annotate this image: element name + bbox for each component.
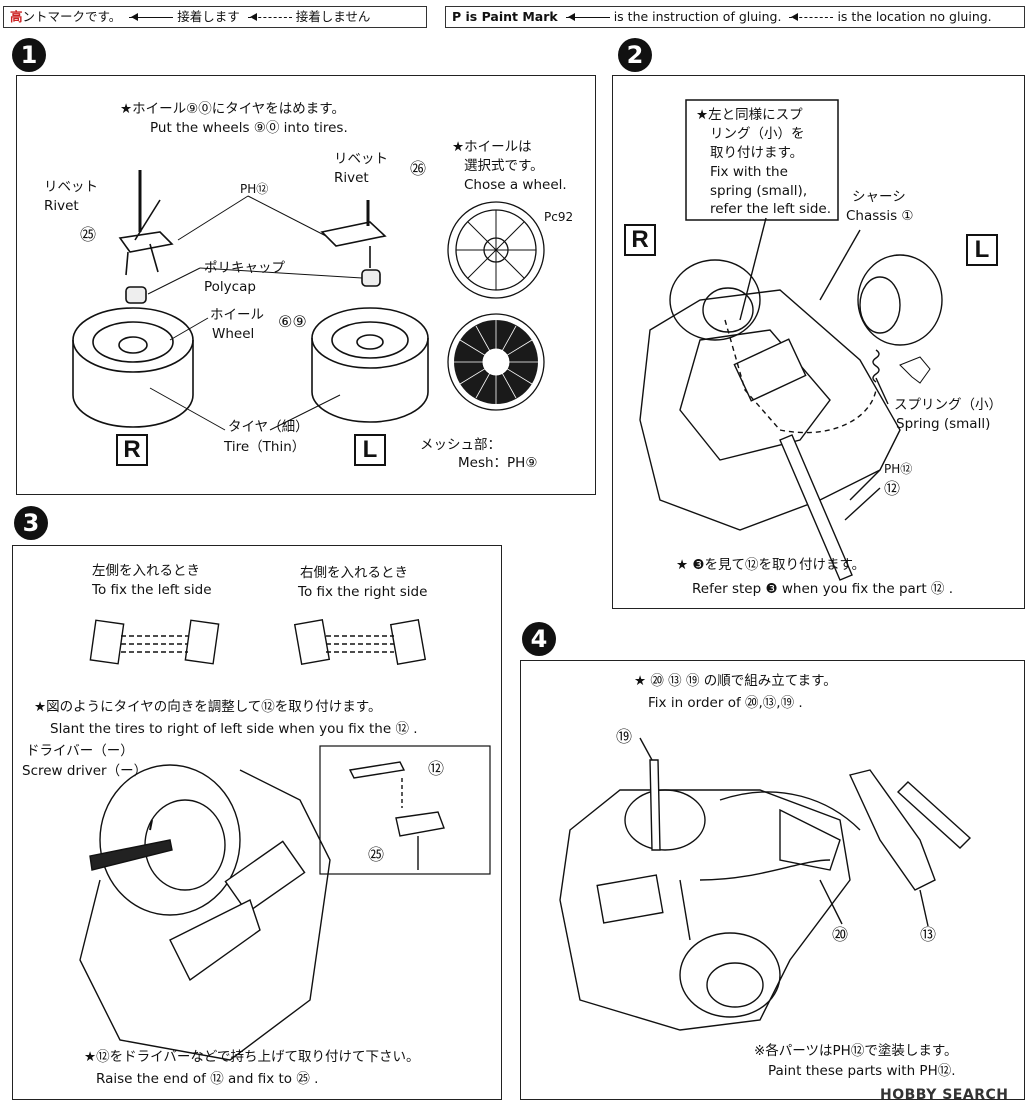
step-3-raise-jp: ★⑫をドライバーなどで持ち上げて取り付けて下さい。 xyxy=(84,1049,420,1065)
step-1-panel xyxy=(16,75,596,495)
step-4-instruction-en: Fix in order of ⑳,⑬,⑲ . xyxy=(648,695,803,711)
step-2-note-jp3: 取り付けます。 xyxy=(710,145,804,161)
tire-label-jp: タイヤ（細） xyxy=(228,419,309,435)
step-2-note-en3: refer the left side. xyxy=(710,201,832,217)
rivet2-label-jp: リベット xyxy=(334,151,388,167)
step-1-number: 1 xyxy=(12,38,46,72)
legend-jp-glue: 接着します xyxy=(177,9,240,24)
paint-c92-label: Pc92 xyxy=(544,210,574,224)
polycap-label-jp: ポリキャップ xyxy=(204,260,285,276)
paint-mark-label: PH⑫ xyxy=(240,182,269,196)
side-l-badge: L xyxy=(966,234,998,266)
step-3-instruction-en: Slant the tires to right of left side wh… xyxy=(50,721,418,737)
step-4-paint-en: Paint these parts with PH⑫. xyxy=(768,1063,956,1079)
wheel-option-mesh-drawing xyxy=(447,313,545,411)
left-side-en: To fix the left side xyxy=(92,582,212,598)
right-side-jp: 右側を入れるとき xyxy=(300,565,408,581)
chassis-label-en: Chassis ① xyxy=(846,208,914,224)
legend-jp-noglue: 接着しません xyxy=(295,9,371,24)
right-side-en: To fix the right side xyxy=(298,584,428,600)
wheel-choice-jp1: ★ホイールは xyxy=(452,139,532,155)
glue-arrow-icon xyxy=(565,13,610,21)
tire-right-drawing xyxy=(72,170,194,428)
legend-jp: 高ントマークです。 接着します 接着しません xyxy=(3,6,427,28)
rivet2-label-en: Rivet xyxy=(334,170,369,186)
wheel-option-spoke-drawing xyxy=(447,201,545,299)
part-12-label: ⑫ xyxy=(884,479,901,498)
side-l-badge: L xyxy=(354,434,386,466)
wheel-choice-en: Chose a wheel. xyxy=(464,177,567,193)
mesh-label-jp: メッシュ部： xyxy=(420,437,501,453)
step-2-ref-jp: ★ ❸を見て⑫を取り付けます。 xyxy=(676,557,866,573)
step-4-panel xyxy=(520,660,1025,1100)
step-4-instruction-jp: ★ ⑳ ⑬ ⑲ の順で組み立てます。 xyxy=(634,673,837,689)
driver-label-jp: ドライバー（ー） xyxy=(26,743,134,759)
step-3-number: 3 xyxy=(14,506,48,540)
legend-en: P is Paint Mark is the instruction of gl… xyxy=(445,6,1025,28)
wheel-label-en: Wheel xyxy=(212,326,255,342)
side-r-badge: R xyxy=(624,224,656,256)
legend-en-noglue: is the location no gluing. xyxy=(837,9,992,24)
spring-label-en: Spring (small) xyxy=(896,416,991,432)
glue-arrow-icon xyxy=(129,13,174,21)
part-25-label: ㉕ xyxy=(80,225,97,244)
step-2-paint-label: PH⑫ xyxy=(884,462,913,476)
watermark-logo: HOBBY SEARCH xyxy=(880,1087,1009,1103)
noglue-arrow-icon xyxy=(789,13,834,21)
part-19-label: ⑲ xyxy=(616,727,633,746)
step-3-raise-en: Raise the end of ⑫ and fix to ㉕ . xyxy=(96,1071,319,1087)
left-side-jp: 左側を入れるとき xyxy=(92,563,200,579)
arrow-icon xyxy=(899,356,931,384)
legend-en-glue: is the instruction of gluing. xyxy=(613,9,782,24)
mesh-label-en: Mesh：PH⑨ xyxy=(458,455,538,471)
rivet-label-jp: リベット xyxy=(44,179,98,195)
wheel-choice-jp2: 選択式です。 xyxy=(464,158,544,174)
inset-part-25: ㉕ xyxy=(368,845,385,864)
chassis-label-jp: シャーシ xyxy=(852,189,906,205)
rivet-label-en: Rivet xyxy=(44,198,79,214)
spring-label-jp: スプリング（小） xyxy=(894,397,1002,413)
tire-label-en: Tire（Thin） xyxy=(224,439,306,455)
step-4-number: 4 xyxy=(522,622,556,656)
step-4-paint-jp: ※各パーツはPH⑫で塗装します。 xyxy=(754,1043,958,1059)
legend-en-paint: P is Paint Mark xyxy=(452,9,558,24)
step-2-note-jp1: ★左と同様にスプ xyxy=(696,107,803,123)
step-3-panel xyxy=(12,545,502,1100)
step-1-instruction-jp: ★ホイール⑨⓪にタイヤをはめます。 xyxy=(120,101,345,117)
polycap-label-en: Polycap xyxy=(204,279,256,295)
step-2-panel xyxy=(612,75,1025,609)
driver-label-en: Screw driver（ー） xyxy=(22,763,148,779)
step-2-note-jp2: リング（小）を xyxy=(710,126,805,142)
part-20-label: ⑳ xyxy=(832,925,849,944)
inset-part-12: ⑫ xyxy=(428,759,445,778)
part-13-label: ⑬ xyxy=(920,925,937,944)
step-2-number: 2 xyxy=(618,38,652,72)
side-r-badge: R xyxy=(116,434,148,466)
step-2-ref-en: Refer step ❸ when you fix the part ⑫ . xyxy=(692,581,954,597)
step-2-note-en2: spring (small), xyxy=(710,183,808,199)
part-26-label: ㉖ xyxy=(410,159,427,178)
noglue-arrow-icon xyxy=(247,13,292,21)
logo-prefix: 高 xyxy=(10,9,23,24)
step-1-instruction-en: Put the wheels ⑨⓪ into tires. xyxy=(150,120,348,136)
part-69-label: ⑥⑨ xyxy=(278,312,307,331)
step-3-instruction-jp: ★図のようにタイヤの向きを調整して⑫を取り付けます。 xyxy=(34,699,382,715)
tire-left-drawing xyxy=(311,200,429,423)
step-2-note-en1: Fix with the xyxy=(710,164,788,180)
wheel-label-jp: ホイール xyxy=(210,307,264,323)
legend-jp-paint: ントマークです。 xyxy=(22,9,122,24)
